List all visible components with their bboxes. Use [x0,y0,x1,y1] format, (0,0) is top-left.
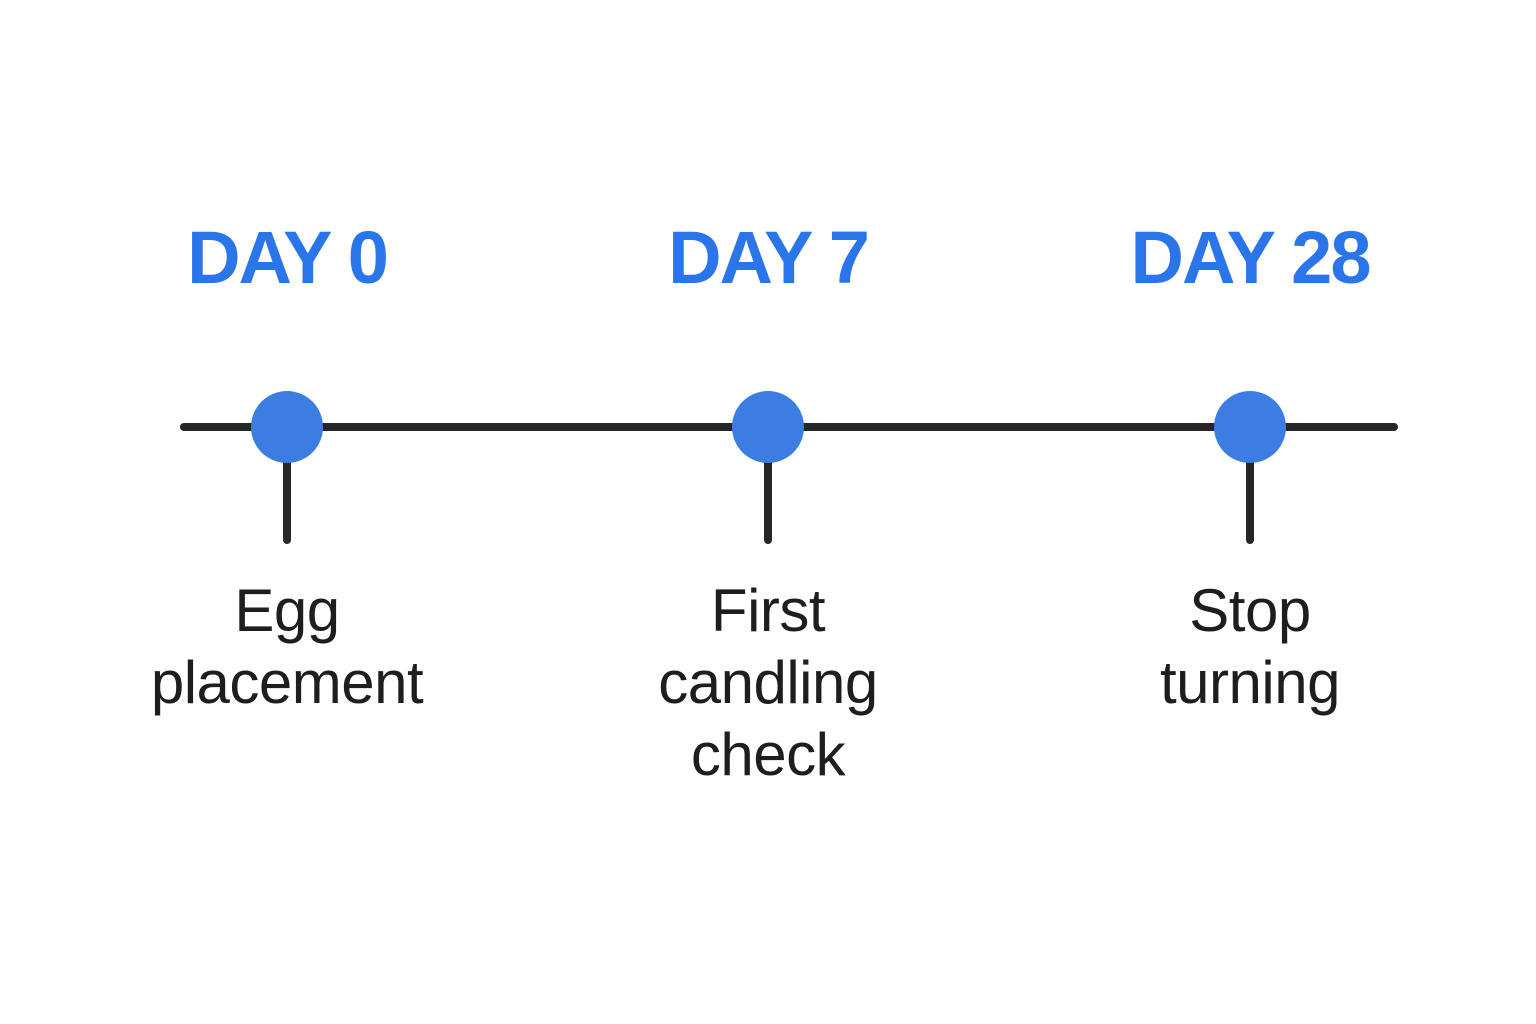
milestone-description: Stop turning [1160,575,1340,719]
description-line: Egg [234,577,340,644]
day-label: DAY 0 [187,216,389,299]
description-line: turning [1160,649,1340,716]
stem-connector [764,427,772,544]
description-line: candling [658,649,878,716]
description-line: First [710,577,826,644]
day-label: DAY 28 [1130,216,1372,299]
milestone-description: First candling check [658,575,878,791]
description-line: Stop [1189,577,1311,644]
milestone-dot [732,391,804,463]
milestone-dot [1214,391,1286,463]
description-line: placement [150,649,424,716]
milestone-dot [251,391,323,463]
stem-connector [1246,427,1254,544]
milestone-description: Egg placement [150,575,424,719]
day-label: DAY 7 [668,216,870,299]
description-line: check [690,721,846,788]
stem-connector [283,427,291,544]
